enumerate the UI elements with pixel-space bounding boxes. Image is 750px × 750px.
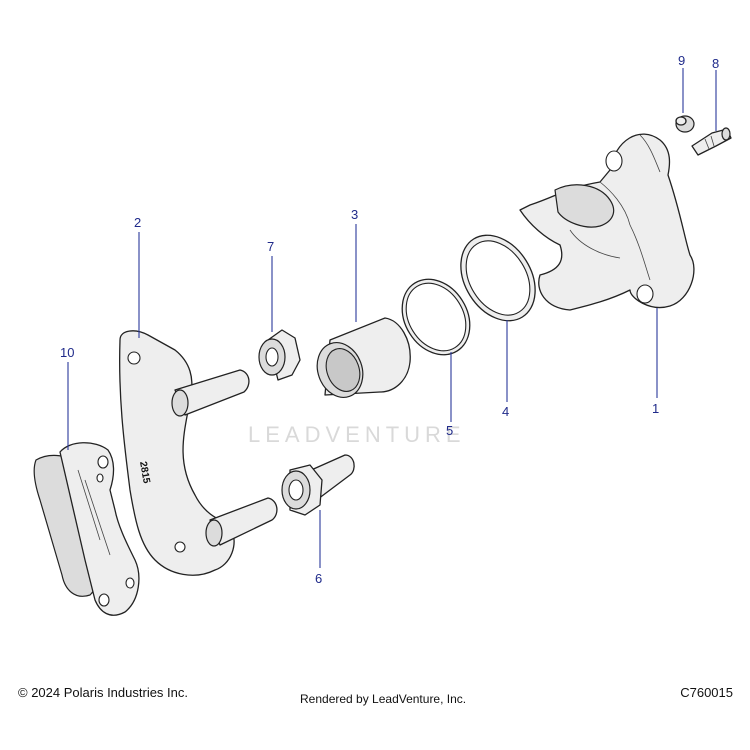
copyright-notice: © 2024 Polaris Industries Inc. <box>18 685 188 700</box>
bracket-hole-lower <box>174 541 186 553</box>
part-4-outer-seal[interactable] <box>446 222 551 335</box>
diagram-id: C760015 <box>680 685 733 700</box>
callout-5[interactable]: 5 <box>446 423 453 438</box>
part-7-slide-boot-upper[interactable] <box>258 329 301 381</box>
callout-4[interactable]: 4 <box>502 404 509 419</box>
part-10-brake-pads[interactable] <box>33 442 140 616</box>
callout-3[interactable]: 3 <box>351 207 358 222</box>
bracket-marking: 2815 <box>137 461 152 485</box>
part-6-slide-pin[interactable] <box>281 454 355 516</box>
part-9-bleeder-cap[interactable] <box>675 115 695 133</box>
callout-1[interactable]: 1 <box>652 401 659 416</box>
part-5-inner-seal[interactable] <box>389 267 484 368</box>
rendered-by-credit: Rendered by LeadVenture, Inc. <box>300 692 467 706</box>
caliper-mount-hole-upper <box>605 150 623 172</box>
callout-9[interactable]: 9 <box>678 53 685 68</box>
callout-10[interactable]: 10 <box>60 345 74 360</box>
part-8-bleeder-screw[interactable] <box>691 127 732 156</box>
part-2-caliper-bracket[interactable]: 2815 <box>119 330 278 576</box>
callout-8[interactable]: 8 <box>712 56 719 71</box>
bracket-hole-upper <box>127 351 141 365</box>
part-1-caliper-body[interactable] <box>519 133 695 311</box>
callout-2[interactable]: 2 <box>134 215 141 230</box>
callout-6[interactable]: 6 <box>315 571 322 586</box>
callout-7[interactable]: 7 <box>267 239 274 254</box>
caliper-mount-hole-lower <box>636 284 654 304</box>
watermark: LEADVENTURE <box>248 422 466 447</box>
part-3-piston[interactable] <box>310 317 411 404</box>
